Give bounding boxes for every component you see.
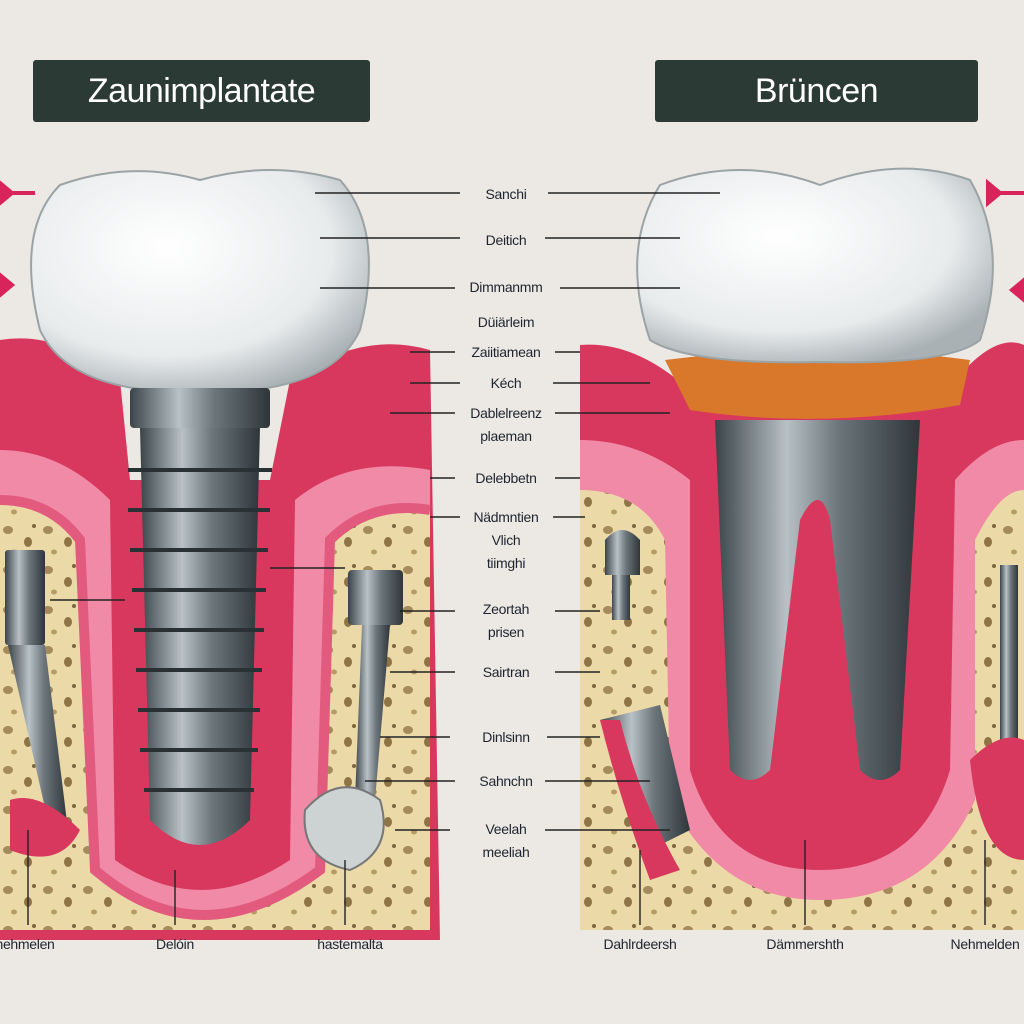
callout-label-line: Sahnchn xyxy=(479,773,533,789)
callout-label: Sanchi xyxy=(485,183,526,206)
bottom-label: Delóin xyxy=(156,936,194,952)
left-crown xyxy=(30,169,370,394)
callout-label: Delebbetn xyxy=(475,467,536,490)
left-implant xyxy=(128,388,272,845)
callout-label-line: Kéch xyxy=(490,375,522,391)
callout-label: Sairtran xyxy=(483,661,530,684)
callout-label-line: Dablelreenz xyxy=(470,405,542,421)
bottom-label: Nehmelden xyxy=(950,936,1020,952)
callout-label-line: tiimghi xyxy=(486,555,526,571)
callout-label: Dablelreenz plaeman xyxy=(470,402,542,448)
callout-label-line: Sanchi xyxy=(485,186,527,202)
callout-label-line: Nädmntien xyxy=(473,509,539,525)
bottom-label: Dahlrdeersh xyxy=(603,936,677,952)
callout-label-line: Deitich xyxy=(485,232,527,248)
bottom-label: Dämmershth xyxy=(766,936,844,952)
callout-label: Veelah meeliah xyxy=(483,818,530,864)
callout-label: Düiärleim xyxy=(477,311,535,334)
callout-label-line: plaeman xyxy=(480,428,532,444)
right-tooth xyxy=(636,167,994,780)
callout-label-line: Düiärleim xyxy=(477,314,535,330)
arrow-icons xyxy=(0,178,1024,303)
callout-label: Sahnchn xyxy=(479,770,532,793)
callout-label: Zeortah prisen xyxy=(483,598,529,644)
callout-label: Zaiitiamean xyxy=(471,341,540,364)
callout-label-line: prisen xyxy=(487,624,525,640)
bottom-label: hastemalta xyxy=(317,936,383,952)
callout-label: Dinlsinn xyxy=(482,726,530,749)
callout-label-line: Zeortah xyxy=(482,601,530,617)
leader-lines xyxy=(27,192,986,925)
callout-label-line: Vlich xyxy=(491,532,521,548)
callout-label-line: Zaiitiamean xyxy=(471,344,541,360)
callout-label-line: Veelah xyxy=(485,821,527,837)
callout-label-line: Sairtran xyxy=(482,664,530,680)
callout-label-line: Dimmanmm xyxy=(469,279,543,295)
title-right: Brüncen xyxy=(655,60,978,122)
callout-label: Deitich xyxy=(486,229,527,252)
right-small-parts xyxy=(600,530,1024,880)
callout-label-line: Dinlsinn xyxy=(482,729,530,745)
small-implant-right xyxy=(303,570,403,872)
callout-label: Kéch xyxy=(491,372,522,395)
callout-label: Dimmanmm xyxy=(469,276,542,299)
title-left: Zaunimplantate xyxy=(33,60,370,122)
callout-label-line: meeliah xyxy=(482,844,530,860)
callout-label-line: Delebbetn xyxy=(475,470,537,486)
bottom-label: nehmelen xyxy=(0,936,55,952)
